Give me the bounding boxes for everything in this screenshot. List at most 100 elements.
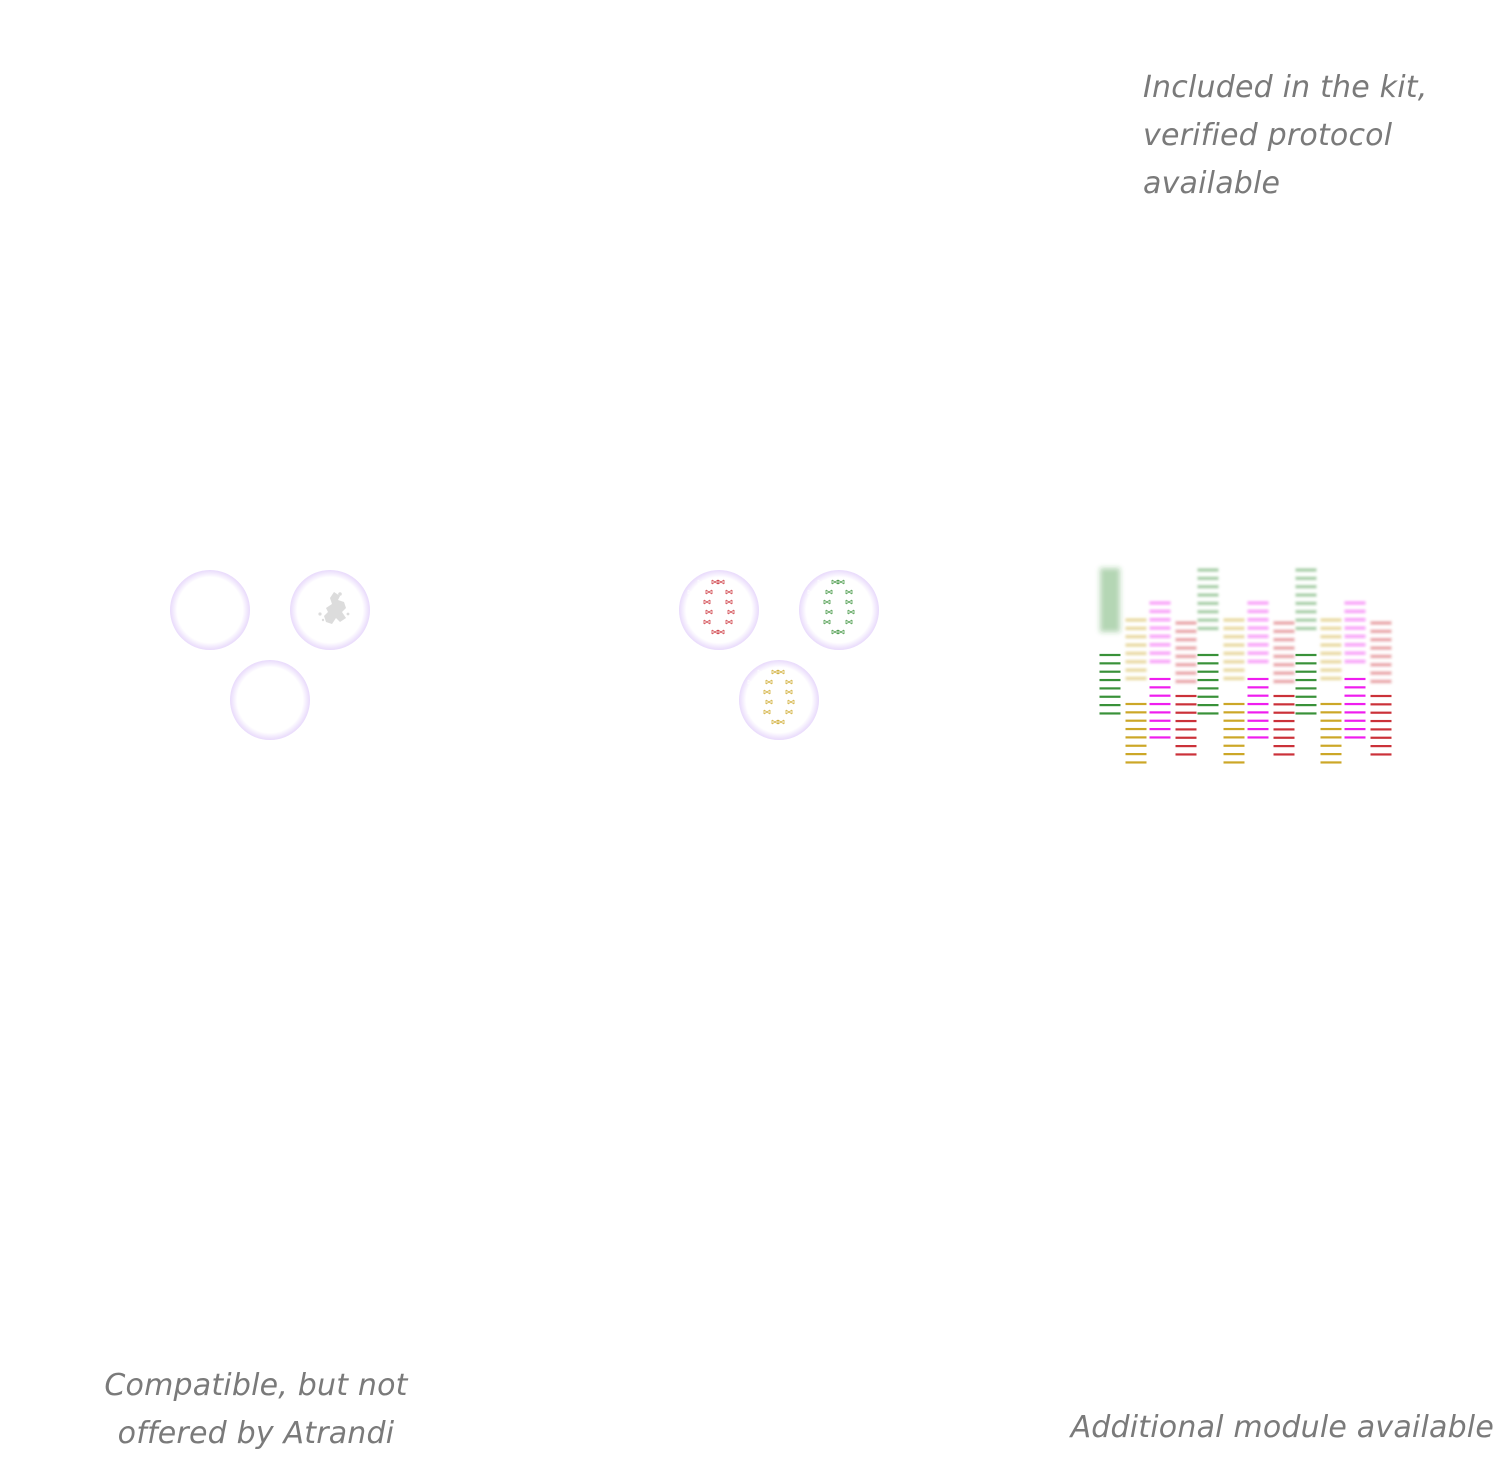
gel-band: [1223, 643, 1245, 647]
caption-line: available: [1143, 166, 1281, 201]
gel-band: [1370, 711, 1392, 714]
gel-band: [1370, 719, 1392, 723]
gel-band: [1175, 711, 1197, 714]
chromosome-mark: [763, 689, 771, 695]
cell-empty: [230, 660, 310, 740]
gel-band: [1370, 671, 1392, 675]
gel-band: [1125, 719, 1147, 722]
gel-band: [1295, 653, 1317, 657]
gel-band: [1197, 601, 1219, 605]
gel-band: [1247, 702, 1269, 706]
gel-band: [1295, 670, 1317, 673]
gel-band: [1223, 753, 1245, 756]
gel-band: [1125, 635, 1147, 639]
gel-band: [1099, 670, 1121, 673]
gel-band: [1320, 702, 1342, 706]
gel-band: [1197, 576, 1219, 580]
chromosome-mark: [771, 669, 779, 675]
gel-band: [1320, 736, 1342, 739]
gel-band: [1295, 687, 1317, 690]
gel-band: [1197, 704, 1219, 707]
gel-band: [1197, 712, 1219, 715]
caption-included-in-kit: Included in the kit, verified protocol a…: [1143, 64, 1483, 208]
gel-band: [1295, 695, 1317, 698]
caption-line: verified protocol: [1143, 118, 1393, 153]
gel-band: [1099, 653, 1121, 657]
gel-band: [1295, 593, 1317, 597]
gel-band: [1223, 618, 1245, 622]
gel-band: [1344, 711, 1366, 714]
cell-yellow-chromosomes: [739, 660, 819, 740]
gel-band: [1175, 629, 1197, 633]
chromosome-mark: [785, 689, 793, 695]
gel-band: [1273, 745, 1295, 748]
gel-band: [1247, 609, 1269, 613]
gel-band: [1344, 719, 1366, 722]
gel-band: [1149, 601, 1171, 605]
gel-band: [1295, 712, 1317, 715]
cell-green-chromosomes: [799, 570, 879, 650]
gel-band: [1273, 679, 1295, 684]
gel-band: [1273, 654, 1295, 658]
chromosome-mark: [747, 679, 755, 685]
gel-band: [1295, 601, 1317, 605]
gel-band: [1247, 601, 1269, 605]
gel-band: [1320, 618, 1342, 622]
chromosome-mark: [703, 599, 711, 605]
gel-band: [1370, 679, 1392, 684]
gel-band: [1223, 744, 1245, 747]
gel-band: [1149, 618, 1171, 622]
gel-band: [1344, 686, 1366, 689]
chromosome-mark: [703, 579, 711, 585]
gel-band: [1370, 638, 1392, 642]
chromosome-mark: [705, 609, 713, 615]
chromosome-mark: [817, 629, 825, 635]
gel-band: [1247, 618, 1269, 622]
gel-band: [1197, 568, 1219, 572]
chromosome-mark: [845, 619, 853, 625]
gel-band: [1344, 702, 1366, 706]
chromosome-mark: [757, 719, 765, 725]
gel-band: [1370, 753, 1392, 756]
gel-smear: [1100, 568, 1120, 632]
gel-band: [1247, 677, 1269, 681]
gel-band: [1099, 678, 1121, 682]
gel-band: [1344, 694, 1366, 697]
chromosome-mark: [717, 629, 725, 635]
chromosome-mark: [823, 629, 831, 635]
chromosome-mark: [825, 589, 833, 595]
gel-band: [1344, 677, 1366, 681]
gel-band: [1223, 626, 1245, 630]
chromosome-mark: [837, 579, 845, 585]
gel-band: [1247, 643, 1269, 647]
gel-band: [1273, 638, 1295, 642]
chromosome-mark: [725, 589, 733, 595]
gel-band: [1099, 712, 1121, 715]
gel-band: [1295, 585, 1317, 589]
gel-band: [1149, 626, 1171, 630]
gel-band: [1370, 728, 1392, 731]
chromosome-mark: [711, 629, 719, 635]
chromosome-mark: [845, 599, 853, 605]
gel-band: [1125, 753, 1147, 756]
gel-band: [1223, 727, 1245, 731]
gel-band: [1175, 694, 1197, 698]
gel-band: [1197, 662, 1219, 665]
debris-icon: [318, 592, 350, 624]
gel-band: [1344, 634, 1366, 638]
chromosome-mark: [787, 699, 795, 705]
gel-band: [1344, 626, 1366, 630]
gel-band: [1125, 736, 1147, 739]
gel-band: [1149, 719, 1171, 722]
chromosome-mark: [687, 619, 695, 625]
gel-band: [1370, 745, 1392, 748]
gel-band: [1320, 668, 1342, 672]
gel-band: [1175, 654, 1197, 658]
chromosome-mark: [837, 629, 845, 635]
gel-band-pattern: [1099, 568, 1392, 764]
gel-band: [1197, 687, 1219, 690]
gel-band: [1247, 651, 1269, 655]
gel-band: [1175, 679, 1197, 684]
gel-band: [1099, 662, 1121, 665]
gel-band: [1197, 585, 1219, 589]
